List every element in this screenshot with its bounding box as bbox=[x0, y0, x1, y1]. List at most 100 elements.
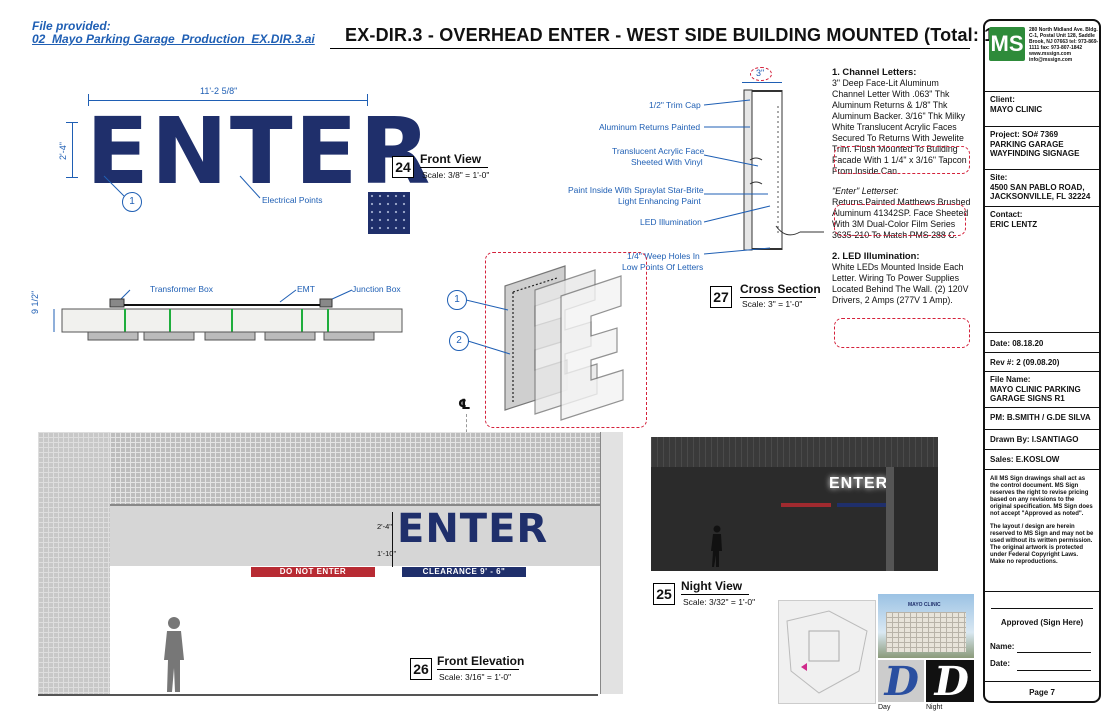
night-label: Night bbox=[926, 704, 943, 711]
company-address: 280 North Midland Ave. Bldg. C-1, Postal… bbox=[1029, 27, 1099, 63]
page-title: EX-DIR.3 - OVERHEAD ENTER - WEST SIDE BU… bbox=[345, 25, 1001, 45]
day-label: Day bbox=[878, 704, 891, 711]
raceway-diagram bbox=[53, 289, 403, 341]
signature-line[interactable] bbox=[991, 608, 1093, 609]
cross-section-title-rule bbox=[740, 297, 816, 298]
elevation-facade-band bbox=[110, 506, 600, 566]
date-line[interactable] bbox=[1017, 670, 1091, 671]
day-photo: MAYO CLINIC bbox=[878, 594, 974, 658]
exploded-leaders bbox=[466, 299, 511, 355]
clearance-sign: CLEARANCE 9' - 6" bbox=[402, 567, 526, 577]
spec-1b-title: "Enter" Letterset: bbox=[832, 186, 899, 196]
title-block: MS 280 North Midland Ave. Bldg. C-1, Pos… bbox=[983, 19, 1101, 703]
front-view-title-rule bbox=[420, 167, 488, 168]
transformer-label: Transformer Box bbox=[150, 284, 213, 294]
electrical-points-label: Electrical Points bbox=[262, 195, 323, 205]
file-name: 02_Mayo Parking Garage_Production_EX.DIR… bbox=[32, 32, 315, 46]
legal-section: All MS Sign drawings shall act as the co… bbox=[985, 469, 1099, 591]
width-dim-label: 11'-2 5/8" bbox=[198, 86, 240, 96]
aluminum-returns-label: Aluminum Returns Painted bbox=[599, 122, 701, 132]
spec-highlight-1 bbox=[834, 146, 970, 174]
elevation-upper-grid bbox=[110, 432, 600, 506]
person-silhouette bbox=[164, 617, 184, 692]
front-elevation-scale: Scale: 3/16" = 1'-0" bbox=[439, 672, 512, 682]
filename-label: File Name: bbox=[990, 375, 1031, 384]
rev-value: Rev #: 2 (09.08.20) bbox=[990, 358, 1060, 367]
date-section: Date: 08.18.20 bbox=[985, 332, 1099, 354]
night-view-title: Night View bbox=[681, 579, 743, 593]
acrylic-face-label-1: Translucent Acrylic Face bbox=[612, 146, 705, 156]
paint-inside-label-2: Light Enhancing Paint bbox=[618, 196, 701, 206]
legal-text-2: The layout / design are herein reserved … bbox=[990, 524, 1094, 565]
site-section: Site: 4500 SAN PABLO ROAD, JACKSONVILLE,… bbox=[985, 169, 1099, 205]
spec-2-body: White LEDs Mounted Inside Each Letter. W… bbox=[832, 262, 969, 305]
elevation-dim-height: 2'-4" bbox=[377, 522, 392, 531]
spec-highlight-3 bbox=[834, 318, 970, 348]
night-view-title-rule bbox=[681, 594, 749, 595]
front-view-title: Front View bbox=[420, 152, 482, 166]
trim-cap-label: 1/2" Trim Cap bbox=[649, 100, 701, 110]
elevation-left-pier bbox=[38, 432, 110, 694]
file-provided-block: File provided: 02_Mayo Parking Garage_Pr… bbox=[32, 20, 315, 46]
name-label: Name: bbox=[990, 641, 1015, 651]
company-logo: MS bbox=[989, 27, 1025, 61]
height-dim-label: 2'-4" bbox=[57, 142, 68, 160]
file-provided-label: File provided: bbox=[32, 19, 111, 33]
approved-label: Approved (Sign Here) bbox=[1000, 618, 1084, 627]
exploded-callout-1: 1 bbox=[447, 290, 467, 310]
site-value: 4500 SAN PABLO ROAD, JACKSONVILLE, FL 32… bbox=[990, 182, 1091, 202]
rev-section: Rev #: 2 (09.08.20) bbox=[985, 352, 1099, 372]
junction-label: Junction Box bbox=[352, 284, 401, 294]
page-number: Page 7 bbox=[1029, 688, 1055, 697]
night-enter-letters: ENTER bbox=[829, 475, 889, 492]
cross-section-number: 27 bbox=[710, 286, 732, 308]
name-line[interactable] bbox=[1017, 652, 1091, 653]
cross-section-drawing bbox=[703, 89, 824, 255]
site-label: Site: bbox=[990, 173, 1008, 182]
legal-text-1: All MS Sign drawings shall act as the co… bbox=[990, 476, 1093, 517]
filename-value: MAYO CLINIC PARKING GARAGE SIGNS R1 bbox=[990, 384, 1081, 404]
centerline-mark: ℄ bbox=[458, 396, 471, 412]
project-section: Project: SO# 7369 PARKING GARAGE WAYFIND… bbox=[985, 126, 1099, 170]
approval-section: Approved (Sign Here) Name: Date: bbox=[985, 591, 1099, 681]
client-value: MAYO CLINIC bbox=[990, 104, 1043, 114]
filename-section: File Name: MAYO CLINIC PARKING GARAGE SI… bbox=[985, 371, 1099, 407]
sales-section: Sales: E.KOSLOW bbox=[985, 449, 1099, 469]
project-value: PARKING GARAGE WAYFINDING SIGNAGE bbox=[990, 139, 1080, 159]
exploded-callout-2: 2 bbox=[449, 331, 469, 351]
client-section: Client: MAYO CLINIC bbox=[985, 91, 1099, 137]
spec-2-title: 2. LED Illumination: bbox=[832, 250, 920, 261]
day-letter-photo: D bbox=[878, 658, 924, 705]
do-not-enter-sign: DO NOT ENTER bbox=[251, 567, 375, 577]
pm-value: PM: B.SMITH / G.DE SILVA bbox=[990, 413, 1091, 422]
front-elevation-title: Front Elevation bbox=[437, 654, 525, 668]
front-elevation-number: 26 bbox=[410, 658, 432, 680]
elevation-dim-gap: 1'-10" bbox=[377, 549, 397, 558]
front-view-leaders bbox=[103, 175, 261, 199]
contact-value: ERIC LENTZ bbox=[990, 219, 1038, 229]
building-sign-text: MAYO CLINIC bbox=[908, 602, 941, 608]
weep-holes-label-2: Low Points Of Letters bbox=[622, 262, 704, 272]
pm-section: PM: B.SMITH / G.DE SILVA bbox=[985, 407, 1099, 427]
night-view-image: ENTER bbox=[651, 437, 938, 571]
elevation-ground-line bbox=[38, 694, 598, 696]
page-section: Page 7 bbox=[985, 681, 1099, 701]
elevation-right-column bbox=[600, 432, 623, 694]
client-label: Client: bbox=[990, 95, 1015, 104]
night-view-number: 25 bbox=[653, 583, 675, 605]
spec-1-body: 3" Deep Face-Lit Aluminum Channel Letter… bbox=[832, 78, 967, 176]
date-value: Date: 08.18.20 bbox=[990, 339, 1044, 348]
acrylic-face-label-2: Sheeted With Vinyl bbox=[631, 157, 703, 167]
drawn-by-section: Drawn By: I.SANTIAGO bbox=[985, 429, 1099, 449]
weep-holes-label-1: 1/4" Weep Holes In bbox=[627, 251, 700, 261]
exploded-detail-frame bbox=[485, 252, 647, 428]
spec-highlight-2 bbox=[834, 204, 966, 236]
exploded-letter-e bbox=[504, 265, 624, 421]
elevation-dim-line bbox=[392, 512, 393, 567]
elevation-enter-letters: ENTER bbox=[397, 506, 549, 552]
cross-section-title: Cross Section bbox=[740, 282, 821, 296]
paint-inside-label-1: Paint Inside With Spraylat Star-Brite bbox=[568, 185, 704, 195]
led-illumination-label: LED Illumination bbox=[640, 217, 702, 227]
emt-label: EMT bbox=[297, 284, 315, 294]
cross-width-dim: 3" bbox=[742, 67, 782, 88]
